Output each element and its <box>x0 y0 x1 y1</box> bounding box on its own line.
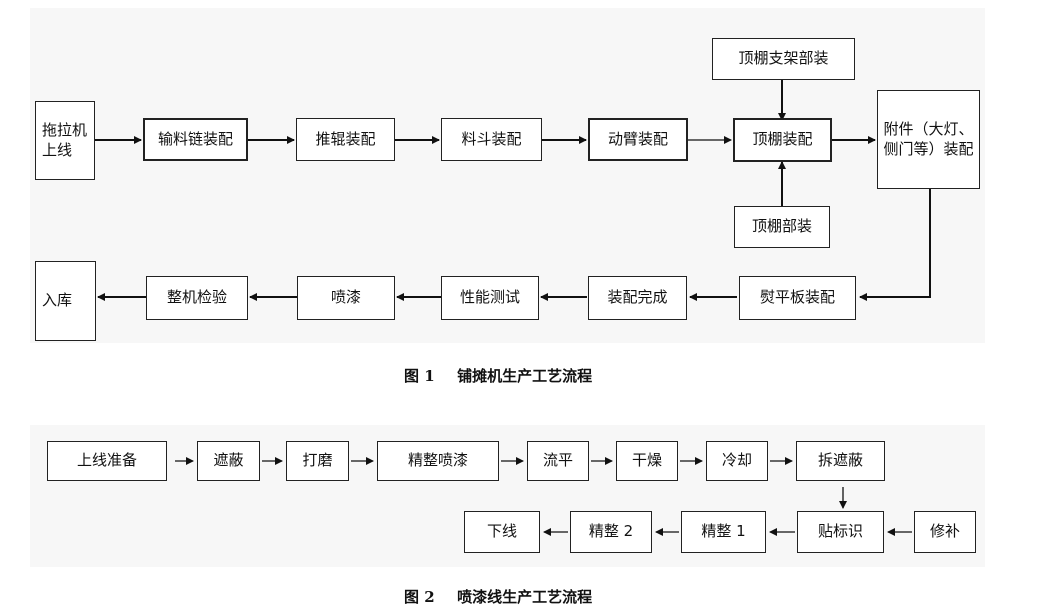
box-dry: 干燥 <box>616 441 678 481</box>
box-offline: 下线 <box>464 511 540 553</box>
figure1-caption: 图 1 铺摊机生产工艺流程 <box>404 365 592 386</box>
figure2-caption-number: 图 2 <box>404 588 435 606</box>
box-hopper: 料斗装配 <box>441 118 542 161</box>
figure2-caption-text: 喷漆线生产工艺流程 <box>457 588 593 606</box>
box-pusher: 推辊装配 <box>296 118 395 161</box>
box-flow: 流平 <box>527 441 589 481</box>
figure1-caption-text: 铺摊机生产工艺流程 <box>457 367 593 385</box>
box-perf-test: 性能测试 <box>441 276 539 320</box>
box-label: 贴标识 <box>797 511 884 553</box>
box-canopy-sub: 顶棚部装 <box>734 206 830 248</box>
box-screed: 熨平板装配 <box>739 276 856 320</box>
box-arm: 动臂装配 <box>588 118 688 161</box>
arrow-accessories-screed <box>859 189 931 301</box>
box-mask: 遮蔽 <box>197 441 260 481</box>
box-finish2: 精整 2 <box>570 511 652 553</box>
box-finish1: 精整 1 <box>681 511 766 553</box>
box-accessories: 附件（大灯、侧门等）装配 <box>877 90 980 189</box>
figure1-caption-number: 图 1 <box>404 367 435 385</box>
box-canopy: 顶棚装配 <box>733 118 832 162</box>
box-prep: 上线准备 <box>47 441 167 481</box>
box-assembly-done: 装配完成 <box>588 276 687 320</box>
box-fine-spray: 精整喷漆 <box>377 441 499 481</box>
box-tractor: 拖拉机 上线 <box>35 101 95 180</box>
box-conveyor: 输料链装配 <box>143 118 248 161</box>
box-sand: 打磨 <box>286 441 349 481</box>
box-paint: 喷漆 <box>297 276 395 320</box>
box-storage: 入库 <box>35 261 96 341</box>
box-cool: 冷却 <box>706 441 768 481</box>
box-canopy-bracket: 顶棚支架部装 <box>712 38 855 80</box>
box-inspection: 整机检验 <box>146 276 248 320</box>
figure2-caption: 图 2 喷漆线生产工艺流程 <box>404 586 592 607</box>
box-unmask: 拆遮蔽 <box>796 441 885 481</box>
box-repair: 修补 <box>914 511 976 553</box>
